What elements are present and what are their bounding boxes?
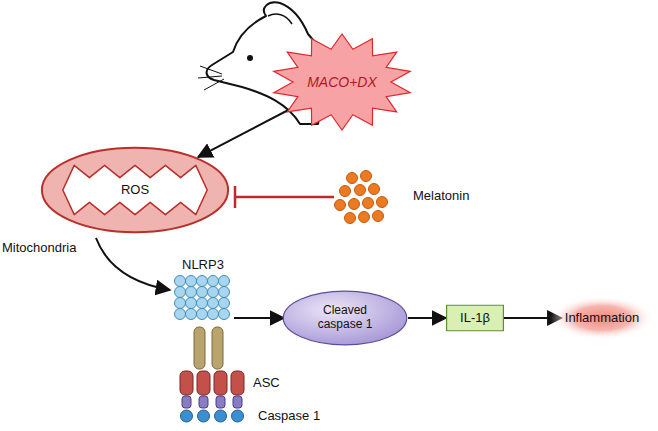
outer-membrane — [42, 148, 228, 232]
node-text: MACO+DX — [307, 74, 377, 90]
melatonin-dot — [335, 200, 346, 211]
melatonin-dot — [361, 171, 372, 182]
nlrp3-complex — [175, 276, 245, 423]
melatonin-dot — [369, 184, 380, 195]
caspase-1-protein — [181, 396, 244, 422]
activation-arrow — [234, 317, 284, 319]
nlrp3-subunit — [219, 287, 230, 298]
cleaved-caspase-ellipse: Cleaved caspase 1 — [282, 290, 408, 346]
nlrp3-subunit — [197, 309, 208, 320]
asc-subunit — [231, 371, 244, 395]
caspase-1-subunit — [232, 396, 244, 422]
starburst — [274, 34, 410, 130]
melatonin-dot — [347, 173, 358, 184]
caspase-stem — [216, 396, 225, 408]
node-text: Inflammation — [565, 311, 639, 326]
nlrp3-subunit — [197, 287, 208, 298]
caspase-head — [232, 410, 244, 422]
melatonin-dot — [349, 199, 360, 210]
asc-subunit — [197, 371, 210, 395]
nlrp3-subunit — [186, 298, 197, 309]
arrow-connector — [408, 317, 446, 319]
nlrp3-oligomer — [175, 276, 230, 320]
nlrp3-subunit — [219, 309, 230, 320]
nlrp3-subunit — [175, 298, 186, 309]
asc-protein — [180, 371, 244, 395]
arrow-connector — [198, 105, 297, 157]
nlrp3-subunit — [186, 309, 197, 320]
nacht-domain — [194, 327, 205, 369]
caspase-stem — [233, 396, 242, 408]
nlrp3-subunit — [197, 298, 208, 309]
inhibition-line — [235, 186, 334, 208]
caspase-head — [215, 410, 227, 422]
asc-subunit — [180, 371, 193, 395]
caspase-head — [181, 410, 193, 422]
caspase-1-subunit — [215, 396, 227, 422]
activation-arrow — [96, 238, 170, 290]
nlrp3-subunit — [219, 298, 230, 309]
glow-shape — [550, 296, 654, 340]
nlrp3-subunit — [208, 287, 219, 298]
molecule-label: Melatonin — [413, 188, 469, 203]
cytokine-box: IL-1β — [446, 305, 504, 331]
melatonin-dot — [345, 213, 356, 224]
melatonin-dot — [355, 185, 366, 196]
melatonin-dot — [373, 211, 384, 222]
mitochondrion: ROS — [40, 146, 230, 234]
stimulus-burst: MACO+DX — [272, 34, 412, 130]
nacht-domain — [212, 327, 223, 369]
caspase-head — [198, 410, 210, 422]
ellipse-shape — [283, 291, 406, 345]
nlrp3-subunit — [186, 287, 197, 298]
melatonin-dot — [363, 198, 374, 209]
nlrp3-subunit — [175, 309, 186, 320]
caspase-stem — [199, 396, 208, 408]
nlrp3-subunit — [197, 276, 208, 287]
asc-subunit — [214, 371, 227, 395]
cristae — [63, 165, 207, 214]
melatonin-dot — [340, 186, 351, 197]
nlrp3-subunit — [208, 276, 219, 287]
caspase-1-subunit — [181, 396, 193, 422]
melatonin-molecules — [335, 171, 388, 224]
caspase-stem — [182, 396, 191, 408]
organelle-label: Mitochondria — [2, 240, 76, 255]
nlrp3-subunit — [208, 298, 219, 309]
node-text: IL-1β — [460, 311, 490, 326]
protein-label: ASC — [253, 375, 280, 390]
node-text: ROS — [121, 183, 149, 198]
nlrp3-subunit — [219, 276, 230, 287]
caspase-1-subunit — [198, 396, 210, 422]
nlrp3-subunit — [208, 309, 219, 320]
nlrp3-subunit — [186, 276, 197, 287]
inflammation-glow: Inflammation — [550, 296, 654, 340]
nlrp3-subunit — [175, 276, 186, 287]
protein-label: Caspase 1 — [258, 408, 320, 423]
protein-label: NLRP3 — [182, 257, 224, 272]
melatonin-dot — [377, 197, 388, 208]
melatonin-dot — [359, 212, 370, 223]
nlrp3-subunit — [175, 287, 186, 298]
node-text: Cleaved caspase 1 — [300, 304, 390, 332]
box-shape — [447, 305, 504, 330]
